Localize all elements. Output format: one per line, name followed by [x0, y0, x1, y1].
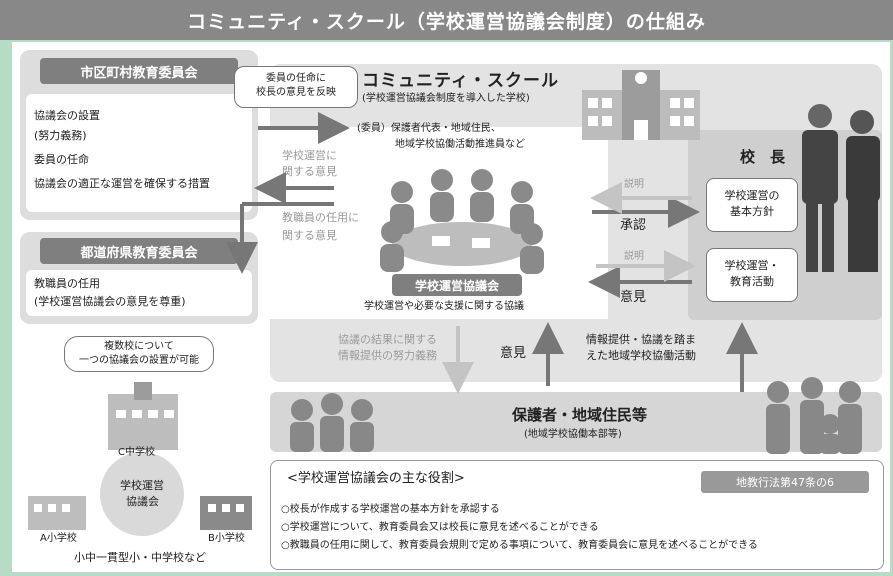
b-school-label: B小学校	[208, 533, 245, 544]
multi-school-caption: 小中一貫型小・中学校など	[74, 551, 206, 564]
policy-line-1: 学校運営の	[724, 189, 780, 202]
flow-arrows	[226, 112, 758, 394]
label-explain-2: 説明	[624, 251, 644, 262]
role-item-1: ○校長が作成する学校運営の基本方針を承認する	[281, 504, 500, 515]
municipal-item-2: (努力義務)	[34, 129, 87, 142]
principal-label: 校 長	[740, 148, 786, 166]
bubble-line-2: 一つの協議会の設置が可能	[79, 355, 199, 366]
principal-box-policy: 学校運営の 基本方針	[706, 178, 798, 232]
prefectural-item-2: (学校運営協議会の意見を尊重)	[34, 295, 186, 308]
multi-school-illustration	[28, 382, 252, 536]
guardians-subtitle: (地域学校協働本部等)	[524, 429, 622, 440]
guardians-people-left	[290, 393, 374, 452]
label-info-effort-1: 協議の結果に関する	[338, 333, 437, 346]
council-meeting-illustration	[380, 169, 544, 274]
prefectural-item-1: 教職員の任用	[34, 277, 100, 290]
community-school-subtitle: (学校運営協議会制度を導入した学校)	[362, 93, 530, 104]
guardians-people-right	[766, 377, 862, 454]
role-item-2: ○学校運営について、教育委員会又は校長に意見を述べることができる	[281, 522, 599, 533]
multi-council-line-2: 協議会	[126, 495, 159, 508]
guardians-title: 保護者・地域住民等	[512, 406, 648, 424]
label-info-effort-2: 情報提供の努力義務	[338, 349, 437, 362]
principal-box-activities: 学校運営・ 教育活動	[706, 248, 798, 302]
members-line-2: 地域学校協働活動推進員など	[395, 139, 525, 150]
label-opinion-staff-1: 教職員の任用に	[282, 211, 359, 224]
council-label: 学校運営協議会	[392, 274, 522, 296]
activities-line-1: 学校運営・	[724, 259, 780, 272]
prefectural-board-content: 教職員の任用 (学校運営協議会の意見を尊重)	[26, 270, 252, 316]
label-opinion-school-ops-2: 関する意見	[282, 165, 337, 178]
multi-school-bubble: 複数校について 一つの協議会の設置が可能	[64, 336, 214, 372]
municipal-item-4: 協議会の適正な運営を確保する措置	[34, 177, 210, 190]
page-title: コミュニティ・スクール（学校運営協議会制度）の仕組み	[0, 0, 893, 40]
municipal-item-3: 委員の任命	[34, 153, 89, 166]
label-opinion-principal: 意見	[620, 290, 647, 305]
diagram-panel: 市区町村教育委員会 協議会の設置 (努力義務) 委員の任命 協議会の適正な運営を…	[12, 42, 890, 572]
roles-box: <学校運営協議会の主な役割> 地教行法第47条の6 ○校長が作成する学校運営の基…	[270, 460, 884, 570]
activities-line-2: 教育活動	[730, 275, 774, 288]
school-building-icon	[582, 70, 700, 140]
callout-line-2: 校長の意見を反映	[256, 87, 336, 98]
callout-line-1: 委員の任命に	[266, 73, 326, 84]
municipal-board-content: 協議会の設置 (努力義務) 委員の任命 協議会の適正な運営を確保する措置	[26, 94, 252, 212]
label-opinion-guardians: 意見	[500, 346, 527, 361]
c-school-label: C中学校	[118, 447, 155, 458]
law-badge: 地教行法第47条の6	[701, 471, 869, 493]
prefectural-board-box: 都道府県教育委員会 教職員の任用 (学校運営協議会の意見を尊重)	[20, 232, 258, 324]
community-school-title: コミュニティ・スクール	[362, 71, 559, 91]
callout-opinion: 委員の任命に 校長の意見を反映	[234, 66, 358, 108]
label-explain-1: 説明	[624, 179, 644, 190]
prefectural-board-header: 都道府県教育委員会	[40, 238, 238, 264]
municipal-board-header: 市区町村教育委員会	[40, 58, 238, 84]
municipal-item-1: 協議会の設置	[34, 109, 100, 122]
a-school-label: A小学校	[40, 533, 77, 544]
bubble-line-1: 複数校について	[104, 341, 174, 352]
principal-figures	[802, 104, 880, 272]
label-opinion-staff-2: 関する意見	[282, 229, 337, 242]
label-approve: 承認	[620, 218, 647, 233]
multi-council-line-1: 学校運営	[120, 479, 164, 492]
policy-line-2: 基本方針	[730, 205, 774, 218]
members-line-1: (委員）保護者代表・地域住民、	[357, 123, 501, 134]
label-opinion-school-ops-1: 学校運営に	[282, 149, 337, 162]
label-info-activity-2: えた地域学校協働活動	[586, 349, 696, 362]
role-item-3: ○教職員の任用に関して、教育委員会規則で定める事項について、教育委員会に意見を述…	[281, 540, 758, 551]
municipal-board-box: 市区町村教育委員会 協議会の設置 (努力義務) 委員の任命 協議会の適正な運営を…	[20, 50, 258, 220]
roles-title: <学校運営協議会の主な役割>	[287, 471, 465, 486]
council-caption: 学校運営や必要な支援に関する協議	[364, 301, 524, 312]
label-info-activity-1: 情報提供・協議を踏ま	[586, 333, 696, 346]
